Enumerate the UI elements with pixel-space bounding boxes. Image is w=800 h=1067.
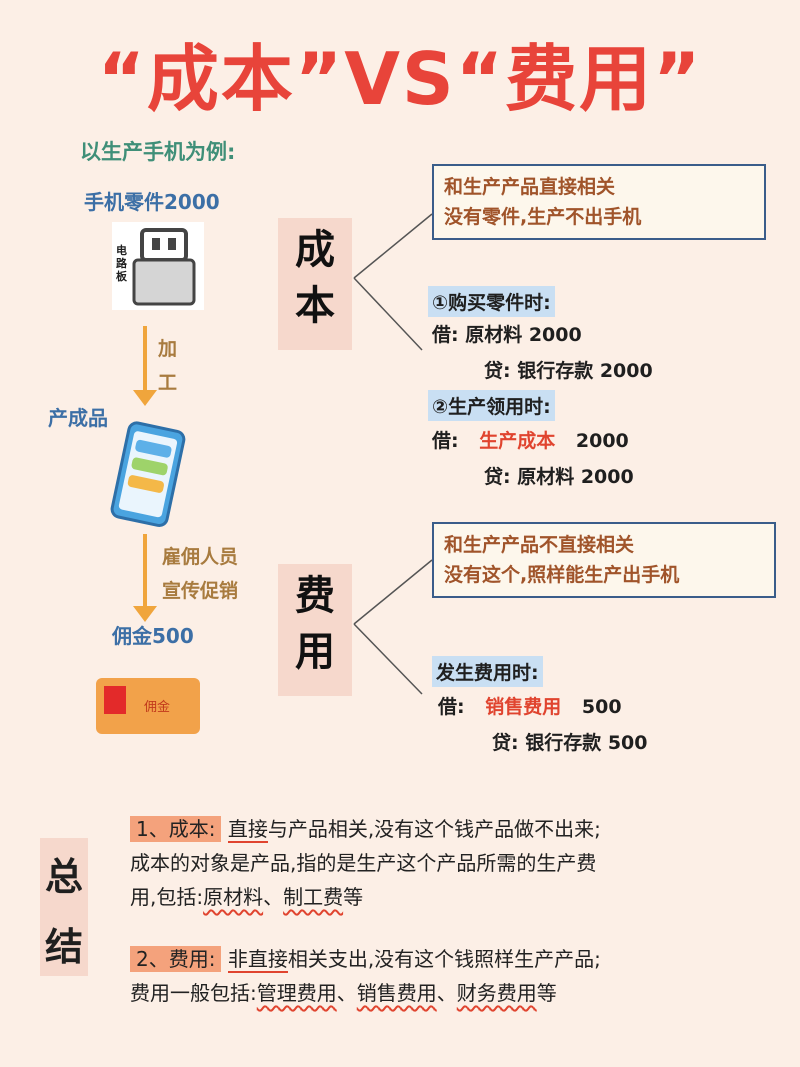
summary-item-1-tag: 1、成本: bbox=[130, 816, 222, 842]
page-title: “成本”VS“费用” bbox=[97, 37, 703, 121]
phone-image bbox=[102, 420, 192, 528]
envelope-label: 佣金 bbox=[144, 700, 171, 715]
cost-step-1-debit: 借: 原材料 2000 bbox=[432, 324, 582, 346]
envelope-icon bbox=[104, 686, 126, 714]
expense-label-1: 费 bbox=[295, 573, 335, 619]
product-label: 产成品 bbox=[48, 406, 108, 430]
circuit-board-image: 电路板 bbox=[112, 222, 204, 310]
summary-item-1-line-3c: 、 bbox=[263, 885, 284, 909]
arrow-head-1 bbox=[133, 390, 157, 406]
usb-chip-icon bbox=[132, 228, 196, 306]
summary-item-2: 2、费用: 非直接相关支出,没有这个钱照样生产产品; 费用一般包括:管理费用、销… bbox=[130, 942, 770, 1010]
summary-item-2-line-2a: 费用一般包括: bbox=[130, 981, 257, 1005]
expense-credit: 贷: 银行存款 500 bbox=[492, 732, 648, 754]
red-envelope-image: 佣金 bbox=[96, 678, 200, 734]
arrow-down-1 bbox=[143, 326, 147, 392]
summary-item-1-raw-materials: 原材料 bbox=[203, 885, 264, 909]
cost-step-2-debit: 借: 生产成本 2000 bbox=[432, 426, 629, 453]
cost-step-2-debit-amount: 2000 bbox=[575, 430, 629, 452]
expense-debit: 借: 销售费用 500 bbox=[438, 692, 622, 719]
hire-label: 雇佣人员 bbox=[162, 546, 239, 568]
expense-debit-account: 销售费用 bbox=[485, 696, 562, 718]
cost-step-1-credit: 贷: 银行存款 2000 bbox=[484, 360, 653, 382]
cost-step-2-debit-prefix: 借: bbox=[432, 430, 459, 452]
cost-step-2-debit-account: 生产成本 bbox=[479, 430, 556, 452]
summary-item-1: 1、成本: 直接与产品相关,没有这个钱产品做不出来; 成本的对象是产品,指的是生… bbox=[130, 812, 770, 914]
summary-label-1: 总 bbox=[44, 855, 83, 899]
process-label-2: 工 bbox=[158, 372, 178, 394]
expense-label-2: 用 bbox=[295, 629, 335, 675]
summary-label-2: 结 bbox=[44, 925, 83, 969]
promo-label: 宣传促销 bbox=[162, 580, 239, 602]
summary-item-2-sep-1: 、 bbox=[336, 981, 357, 1005]
cost-step-2-title: ②生产领用时: bbox=[428, 390, 555, 421]
arrow-down-2 bbox=[143, 534, 147, 608]
summary-item-2-highlight: 非直接 bbox=[227, 947, 288, 973]
cost-label-2: 本 bbox=[295, 283, 335, 329]
branch-lines bbox=[353, 213, 433, 695]
expense-definition-line-2: 没有这个,照样能生产出手机 bbox=[444, 564, 680, 586]
summary-item-2-finance-expense: 财务费用 bbox=[456, 981, 537, 1005]
cost-definition-line-2: 没有零件,生产不出手机 bbox=[444, 206, 642, 228]
summary-item-2-rest: 相关支出,没有这个钱照样生产产品; bbox=[287, 947, 601, 971]
expense-label: 费 用 bbox=[278, 564, 352, 696]
summary-item-2-tag: 2、费用: bbox=[130, 946, 222, 972]
parts-label: 手机零件2000 bbox=[84, 190, 220, 214]
summary-item-1-line-2: 成本的对象是产品,指的是生产这个产品所需的生产费 bbox=[130, 851, 597, 875]
summary-item-2-sales-expense: 销售费用 bbox=[356, 981, 437, 1005]
summary-label: 总 结 bbox=[40, 838, 88, 976]
expense-step-title: 发生费用时: bbox=[432, 656, 543, 687]
summary-item-2-admin-expense: 管理费用 bbox=[256, 981, 337, 1005]
summary-item-2-end: 等 bbox=[536, 981, 557, 1005]
process-label: 加 bbox=[158, 338, 178, 360]
summary-item-1-rest: 与产品相关,没有这个钱产品做不出来; bbox=[267, 817, 601, 841]
cost-step-1-title: ①购买零件时: bbox=[428, 286, 555, 317]
expense-definition-line-1: 和生产产品不直接相关 bbox=[444, 534, 635, 556]
arrow-head-2 bbox=[133, 606, 157, 622]
smartphone-icon bbox=[110, 421, 186, 527]
summary-item-1-line-3a: 用,包括: bbox=[130, 885, 204, 909]
cost-definition-box: 和生产产品直接相关 没有零件,生产不出手机 bbox=[432, 164, 766, 240]
example-heading: 以生产手机为例: bbox=[80, 140, 236, 164]
cost-label: 成 本 bbox=[278, 218, 352, 350]
cost-definition-line-1: 和生产产品直接相关 bbox=[444, 176, 616, 198]
board-label: 电路板 bbox=[116, 244, 127, 283]
commission-label: 佣金500 bbox=[112, 624, 194, 648]
summary-item-1-line-3e: 等 bbox=[343, 885, 364, 909]
expense-debit-amount: 500 bbox=[581, 696, 622, 718]
expense-definition-box: 和生产产品不直接相关 没有这个,照样能生产出手机 bbox=[432, 522, 776, 598]
cost-label-1: 成 bbox=[295, 227, 335, 273]
summary-item-1-labor: 制工费 bbox=[283, 885, 344, 909]
expense-debit-prefix: 借: bbox=[438, 696, 465, 718]
summary-item-1-highlight: 直接 bbox=[227, 817, 268, 843]
cost-step-2-credit: 贷: 原材料 2000 bbox=[484, 466, 634, 488]
summary-item-2-sep-2: 、 bbox=[436, 981, 457, 1005]
